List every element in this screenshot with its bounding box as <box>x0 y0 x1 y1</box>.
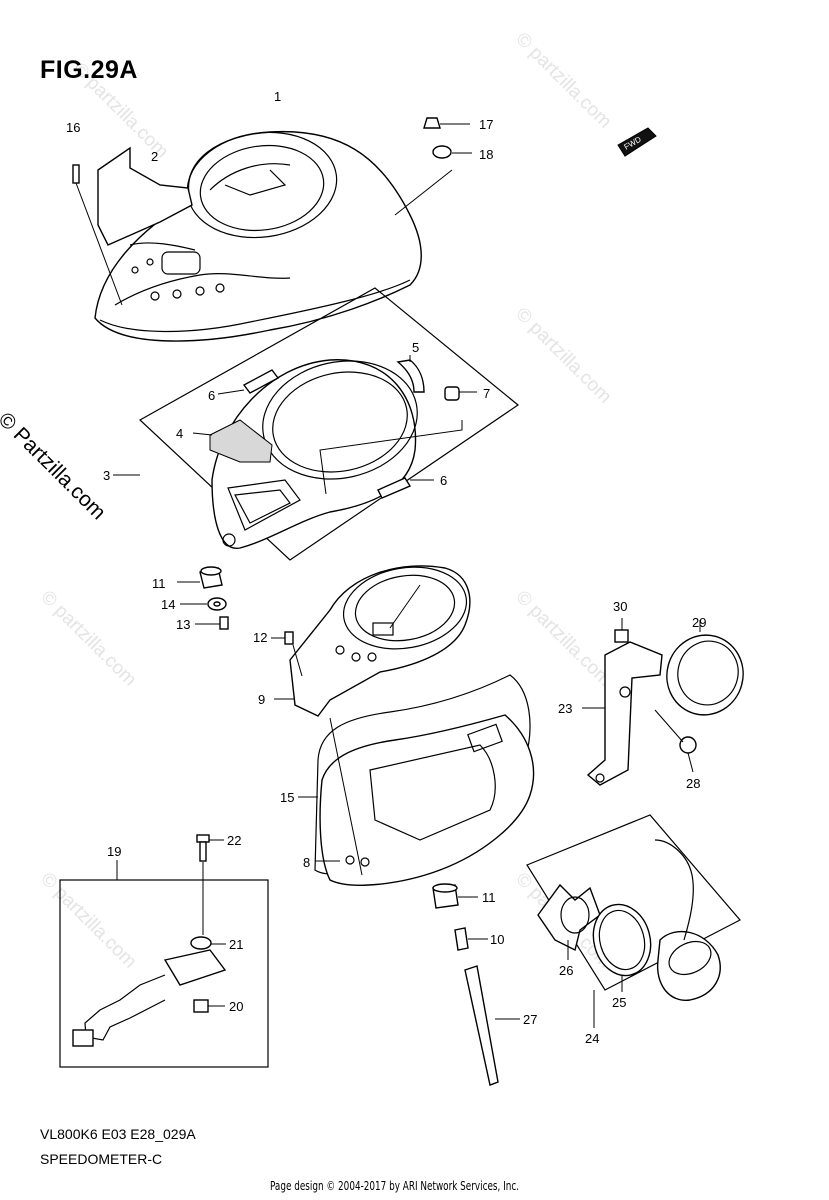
part-1-meter-cover <box>94 130 422 342</box>
part-11-grommet <box>432 883 478 909</box>
part-28-socket <box>654 709 697 773</box>
part-7-grommet <box>319 386 477 495</box>
figure-code: VL800K6 E03 E28_029A <box>40 1126 196 1142</box>
part-17-screw <box>423 117 470 129</box>
part-13-screw <box>195 616 229 630</box>
callout-label: 11 <box>152 576 166 591</box>
part-6-cushion <box>377 477 434 499</box>
part-9-speedometer-unit <box>274 565 471 717</box>
callout-label: 27 <box>523 1012 537 1027</box>
fwd-direction-badge: FWD <box>617 127 657 157</box>
watermark: © partzilla.com <box>511 587 615 691</box>
part-8-lower-case <box>315 714 535 886</box>
part-4-indicator-lens <box>192 419 273 463</box>
callout-label: 23 <box>558 701 572 716</box>
part-14-washer <box>180 597 227 611</box>
part-20-nut <box>193 999 225 1013</box>
part-24-lamp-socket <box>654 839 721 1001</box>
watermark: © partzilla.com <box>36 869 140 973</box>
callout-label: 9 <box>258 692 265 707</box>
part-25-ring <box>592 903 652 992</box>
part-3-housing <box>211 359 418 549</box>
callout-label: 18 <box>479 147 493 162</box>
callout-label: 6 <box>208 388 215 403</box>
part-19-group-box <box>59 860 269 1068</box>
callout-label: 10 <box>490 932 504 947</box>
callout-label: 5 <box>412 340 419 355</box>
part-6-cushion <box>217 369 280 395</box>
figure-title: FIG.29A <box>40 56 138 84</box>
part-18-grommet <box>394 145 472 216</box>
callout-label: 1 <box>274 89 281 104</box>
part-5-seal <box>396 355 425 393</box>
part-12-screw <box>271 631 303 677</box>
callout-labels: 1 2 3 4 5 6 6 7 8 9 10 11 11 12 13 14 15… <box>66 89 706 1046</box>
callout-label: 6 <box>440 473 447 488</box>
callout-label: 28 <box>686 776 700 791</box>
part-27-cable-tie <box>464 965 520 1086</box>
part-24-group-box <box>526 814 741 1028</box>
watermark: © partzilla.com <box>36 587 140 691</box>
callout-label: 29 <box>692 615 706 630</box>
callout-label: 14 <box>161 597 175 612</box>
callout-label: 11 <box>482 890 496 905</box>
callout-label: 16 <box>66 120 80 135</box>
part-10-screw <box>454 927 488 951</box>
page-credit: Page design © 2004-2017 by ARI Network S… <box>270 1179 520 1193</box>
callout-label: 8 <box>303 855 310 870</box>
part-30-nut <box>614 618 629 643</box>
callout-label: 12 <box>253 630 267 645</box>
callout-label: 24 <box>585 1031 599 1046</box>
callout-label: 4 <box>176 426 183 441</box>
callout-label: 15 <box>280 790 294 805</box>
part-23-lamp-bracket <box>582 641 663 786</box>
part-29-reflector <box>666 620 744 716</box>
callout-label: 20 <box>229 999 243 1014</box>
callout-label: 19 <box>107 844 121 859</box>
callout-label: 2 <box>151 149 158 164</box>
part-22-bolt <box>196 834 224 935</box>
callout-label: 25 <box>612 995 626 1010</box>
part-11-grommet <box>177 566 223 589</box>
callout-label: 30 <box>613 599 627 614</box>
callout-label: 26 <box>559 963 573 978</box>
watermark: © partzilla.com <box>511 29 615 133</box>
part-2-bracket <box>97 146 193 246</box>
callout-label: 17 <box>479 117 493 132</box>
part-16-screw <box>72 164 123 306</box>
part-19-sensor <box>72 949 227 1047</box>
part-21-collar <box>190 936 226 950</box>
callout-label: 22 <box>227 833 241 848</box>
callout-label: 3 <box>103 468 110 483</box>
figure-subtitle: SPEEDOMETER-C <box>40 1151 163 1167</box>
callout-label: 21 <box>229 937 243 952</box>
watermark: © partzilla.com <box>511 304 615 408</box>
callout-label: 13 <box>176 617 190 632</box>
callout-label: 7 <box>483 386 490 401</box>
